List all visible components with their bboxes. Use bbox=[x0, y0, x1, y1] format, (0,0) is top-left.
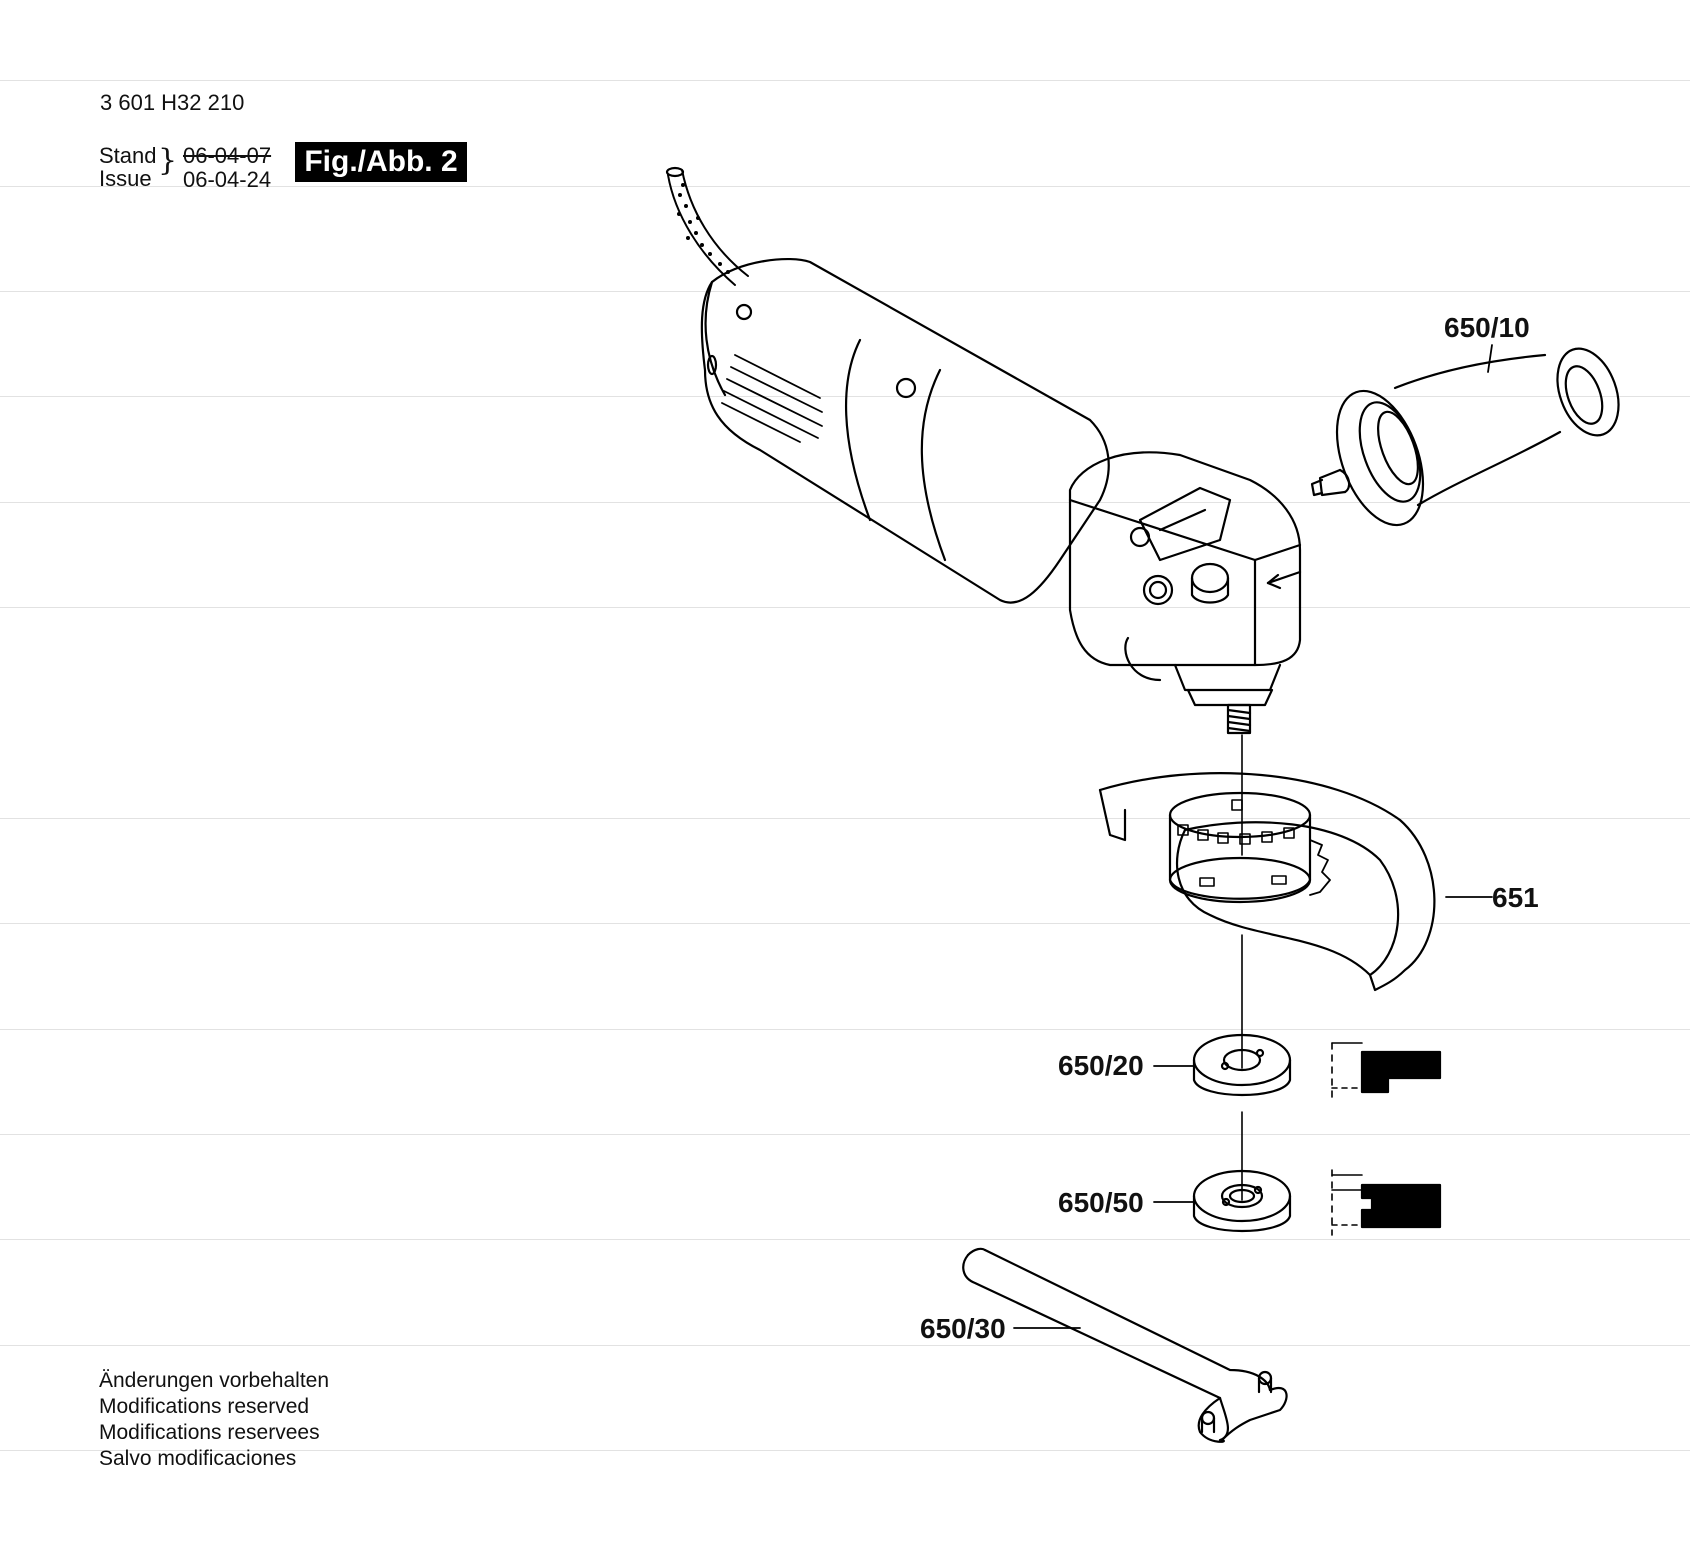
old-date: 06-04-07 bbox=[183, 143, 272, 168]
inner-flange bbox=[1192, 1033, 1292, 1097]
issue-label: Issue bbox=[99, 166, 152, 191]
callout-handle: 650/10 bbox=[1444, 312, 1530, 343]
vent-slots bbox=[721, 354, 823, 443]
footer-line-en: Modifications reserved bbox=[99, 1395, 310, 1418]
clamping-nut bbox=[1192, 1169, 1292, 1233]
callout-spanner: 650/30 bbox=[920, 1313, 1006, 1344]
stand-label: Stand bbox=[99, 143, 157, 168]
clamping-nut-section bbox=[1331, 1169, 1442, 1236]
page-rule bbox=[0, 396, 1690, 397]
page-rule bbox=[0, 1029, 1690, 1030]
part-number: 3 601 H32 210 bbox=[100, 90, 245, 115]
motor-housing bbox=[700, 257, 1110, 604]
power-cable bbox=[665, 166, 749, 286]
figure-label: Fig./Abb. 2 bbox=[295, 142, 467, 182]
page-rule bbox=[0, 1450, 1690, 1451]
wheel-guard bbox=[1098, 772, 1436, 992]
callout-clamping-nut: 650/50 bbox=[1058, 1187, 1144, 1218]
page-rule bbox=[0, 186, 1690, 187]
footer-line-es: Salvo modificaciones bbox=[99, 1447, 297, 1470]
gear-head bbox=[1068, 451, 1302, 735]
callout-guard: 651 bbox=[1492, 882, 1539, 913]
page-rule bbox=[0, 1134, 1690, 1135]
leader-line bbox=[1487, 344, 1493, 373]
bracket-icon: } bbox=[158, 143, 178, 178]
modifications-notice: Änderungen vorbehalten Modifications res… bbox=[99, 1368, 329, 1472]
page-rule bbox=[0, 818, 1690, 819]
inner-flange-section bbox=[1331, 1042, 1442, 1101]
pin-spanner bbox=[962, 1247, 1288, 1443]
page-rule bbox=[0, 607, 1690, 608]
page-rule bbox=[0, 80, 1690, 81]
page-rule bbox=[0, 923, 1690, 924]
page-rule bbox=[0, 1345, 1690, 1346]
page-rule bbox=[0, 1239, 1690, 1240]
footer-line-de: Änderungen vorbehalten bbox=[99, 1369, 330, 1392]
new-date: 06-04-24 bbox=[183, 167, 272, 192]
auxiliary-handle bbox=[1310, 347, 1620, 527]
callout-inner-flange: 650/20 bbox=[1058, 1050, 1144, 1081]
page-rule bbox=[0, 291, 1690, 292]
footer-line-fr: Modifications reservees bbox=[99, 1421, 320, 1444]
